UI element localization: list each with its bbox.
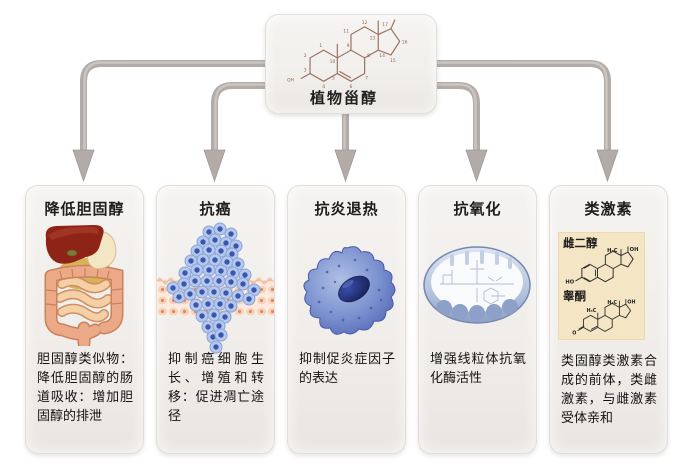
- card-description: 胆固醇类似物：降低胆固醇的肠道吸收：增加胆固醇的排泄: [37, 351, 133, 423]
- phytosterol-label: 植物甾醇: [309, 91, 378, 107]
- phenol-label: HO: [565, 279, 574, 285]
- methyl-label: H₃C: [607, 248, 618, 254]
- arrowhead-5: [596, 149, 619, 183]
- svg-text:9: 9: [347, 43, 350, 49]
- hormone-structure-panel: 雌二醇 HO H₃C OH 睾酮 O H₃C H₃C OH: [558, 232, 645, 340]
- arrowhead-2: [203, 149, 226, 183]
- arrowhead-1: [72, 149, 95, 183]
- svg-text:5: 5: [332, 75, 335, 81]
- hydroxyl-label: OH: [630, 247, 639, 253]
- card-description: 抑制促炎症因子的表达: [299, 351, 395, 385]
- svg-text:13: 13: [370, 35, 376, 41]
- svg-text:17: 17: [382, 22, 388, 28]
- svg-text:10: 10: [330, 59, 336, 65]
- liver: [45, 225, 104, 264]
- estradiol-structure: HO H₃C OH: [565, 246, 639, 285]
- aromatic-bonds: [583, 264, 596, 282]
- macrophage-illustration: [303, 246, 396, 335]
- ketone-label: O: [572, 331, 576, 337]
- card-title: 类激素: [584, 202, 633, 218]
- svg-text:6: 6: [350, 84, 353, 90]
- card-anti-cancer: 抗癌: [156, 185, 275, 454]
- card-lower-cholesterol: 降低胆固醇 胆固醇类似物：降低胆固醇的肠道吸收：增加胆固醇的排泄: [25, 185, 144, 454]
- svg-text:8: 8: [367, 53, 370, 59]
- arrow-highlight-4: [360, 83, 477, 151]
- sterol-skeleton: [300, 19, 401, 82]
- testosterone-label: 睾酮: [563, 291, 586, 303]
- svg-text:11: 11: [343, 29, 349, 35]
- hydroxyl-label: OH: [627, 299, 635, 305]
- inner-diagram: [440, 260, 514, 305]
- svg-text:1: 1: [319, 43, 322, 49]
- double-bond: [339, 70, 352, 79]
- svg-text:2: 2: [304, 53, 307, 59]
- card-antioxidant: 抗氧化: [418, 185, 537, 454]
- svg-text:12: 12: [362, 20, 368, 26]
- tumor-cell-cluster: [166, 222, 261, 354]
- cristae-bottom: [436, 299, 518, 321]
- tumor-cell-invasion-illustration: [157, 222, 274, 354]
- phytosterol-structure: OH 1 2 3 4 5 6 7 8 9 10 11 12 13 14 15 1…: [287, 19, 408, 90]
- svg-text:3: 3: [304, 68, 307, 74]
- card-description: 类固醇类激素合成的前体，类雌激素，与雌激素受体亲和: [561, 353, 657, 425]
- hydroxyl-label: OH: [287, 77, 294, 83]
- svg-text:7: 7: [365, 75, 368, 81]
- estradiol-skeleton: [575, 246, 634, 283]
- digestive-system-illustration: [44, 225, 124, 346]
- cristae-top: [450, 250, 512, 269]
- enone-double-bonds: [578, 325, 598, 330]
- card-description: 抑制癌细胞生长、增殖和转移：促进凋亡途径: [168, 351, 264, 423]
- svg-text:4: 4: [322, 84, 325, 90]
- arrowhead-3: [334, 149, 357, 183]
- svg-text:15: 15: [390, 58, 396, 64]
- mitochondrion-illustration: [423, 246, 531, 324]
- large-intestine: [44, 264, 124, 346]
- card-hormone-like: 类激素 雌二醇 HO H₃C OH 睾酮 O H₃C H₃C OH 类固醇类激素…: [549, 185, 668, 454]
- small-intestine: [55, 276, 113, 323]
- methyl-c13-label: H₃C: [607, 300, 617, 306]
- testosterone-structure: O H₃C H₃C OH: [572, 298, 635, 337]
- card-anti-inflammatory: 抗炎退热 抑制促炎症因子的表达: [287, 185, 406, 454]
- card-title: 抗癌: [199, 202, 232, 218]
- svg-text:14: 14: [379, 53, 385, 59]
- card-title: 抗炎退热: [314, 202, 379, 218]
- card-description: 增强线粒体抗氧化酶活性: [430, 351, 526, 385]
- phytosterol-box: OH 1 2 3 4 5 6 7 8 9 10 11 12 13 14 15 1…: [265, 14, 437, 114]
- arrow-highlight-2: [214, 83, 340, 151]
- testosterone-skeleton: [577, 298, 632, 332]
- methyl-c10-label: H₃C: [587, 308, 597, 314]
- arrowhead-4: [465, 149, 488, 183]
- arrow-highlight-1: [83, 61, 340, 151]
- gallbladder: [66, 249, 78, 257]
- estradiol-label: 雌二醇: [563, 238, 598, 250]
- arrow-highlight-5: [360, 61, 608, 151]
- svg-text:16: 16: [402, 39, 408, 45]
- card-title: 降低胆固醇: [44, 202, 125, 218]
- nucleus-highlight: [342, 279, 354, 289]
- atom-numbers: 1 2 3 4 5 6 7 8 9 10 11 12 13 14 15 16 1…: [304, 20, 408, 90]
- card-title: 抗氧化: [453, 202, 502, 218]
